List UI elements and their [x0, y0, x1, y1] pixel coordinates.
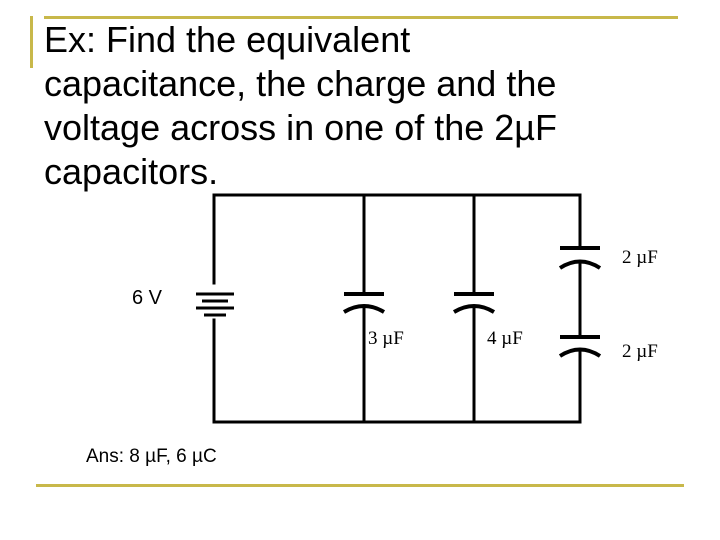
accent-line-top	[44, 16, 678, 19]
cap-3uf-label: 3 µF	[368, 328, 404, 349]
capacitor-3uf	[342, 292, 386, 314]
capacitor-4uf	[452, 292, 496, 314]
capacitor-2uf-bottom	[558, 335, 602, 358]
cap-2uf-bottom-label: 2 µF	[622, 341, 658, 362]
answer-text: Ans: 8 µF, 6 µC	[86, 446, 217, 467]
slide-title: Ex: Find the equivalent capacitance, the…	[44, 19, 558, 192]
source-label: 6 V	[132, 287, 163, 309]
battery-symbol	[196, 292, 234, 317]
accent-line-bottom	[36, 484, 684, 487]
accent-line-left	[30, 16, 33, 68]
capacitor-2uf-top	[558, 246, 602, 270]
cap-4uf-label: 4 µF	[487, 328, 523, 349]
cap-2uf-top-label: 2 µF	[622, 247, 658, 268]
